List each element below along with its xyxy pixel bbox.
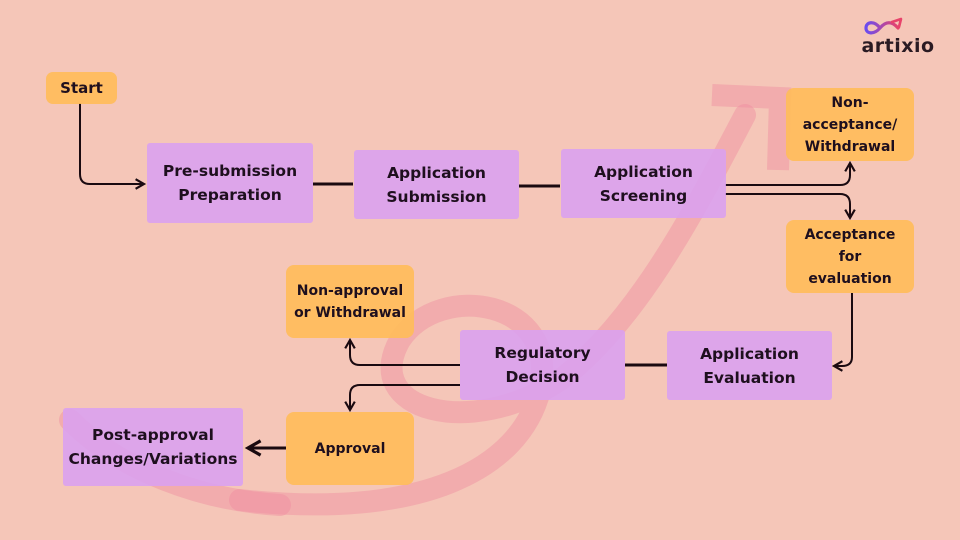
node-application-submission: Application Submission <box>354 150 519 219</box>
watermark-swoosh <box>229 104 756 516</box>
node-non-approval-label: Non-approval or Withdrawal <box>294 282 406 321</box>
node-non-approval-withdrawal: Non-approval or Withdrawal <box>286 265 414 338</box>
watermark-arrowhead <box>711 84 792 171</box>
brand-logo: artixio <box>858 16 938 60</box>
node-approval: Approval <box>286 412 414 485</box>
node-acceptance-label: Acceptance for evaluation <box>804 226 896 287</box>
node-decision-label: Regulatory Decision <box>494 344 591 386</box>
node-application-screening: Application Screening <box>561 149 726 218</box>
brand-name: artixio <box>861 35 935 57</box>
node-submission-label: Application Submission <box>386 163 487 206</box>
node-post-approval-changes: Post-approval Changes/Variations <box>63 408 243 486</box>
infinity-arrow-icon <box>864 17 903 35</box>
edge-screening-to-acceptance <box>725 193 856 221</box>
edge-start-to-pre-submission <box>79 103 147 190</box>
node-pre-submission-preparation: Pre-submission Preparation <box>147 143 313 223</box>
node-non-acceptance-label: Non- acceptance/ Withdrawal <box>802 94 898 155</box>
node-start-label: Start <box>60 79 103 97</box>
node-acceptance-for-evaluation: Acceptance for evaluation <box>786 220 914 293</box>
node-screening-label: Application Screening <box>594 162 693 205</box>
node-evaluation-label: Application Evaluation <box>700 344 799 387</box>
node-application-evaluation: Application Evaluation <box>667 331 832 400</box>
node-regulatory-decision: Regulatory Decision <box>460 330 625 400</box>
node-start: Start <box>46 72 117 104</box>
edge-decision-to-approval <box>344 384 460 413</box>
node-pre-submission-label: Pre-submission Preparation <box>162 162 298 204</box>
edge-decision-to-non-approval <box>344 337 460 366</box>
node-post-approval-label: Post-approval Changes/Variations <box>68 426 238 468</box>
edge-acceptance-to-evaluation <box>831 293 853 372</box>
edge-screening-to-non-acceptance <box>725 160 856 186</box>
node-approval-label: Approval <box>314 440 386 457</box>
node-non-acceptance-withdrawal: Non- acceptance/ Withdrawal <box>786 88 914 161</box>
